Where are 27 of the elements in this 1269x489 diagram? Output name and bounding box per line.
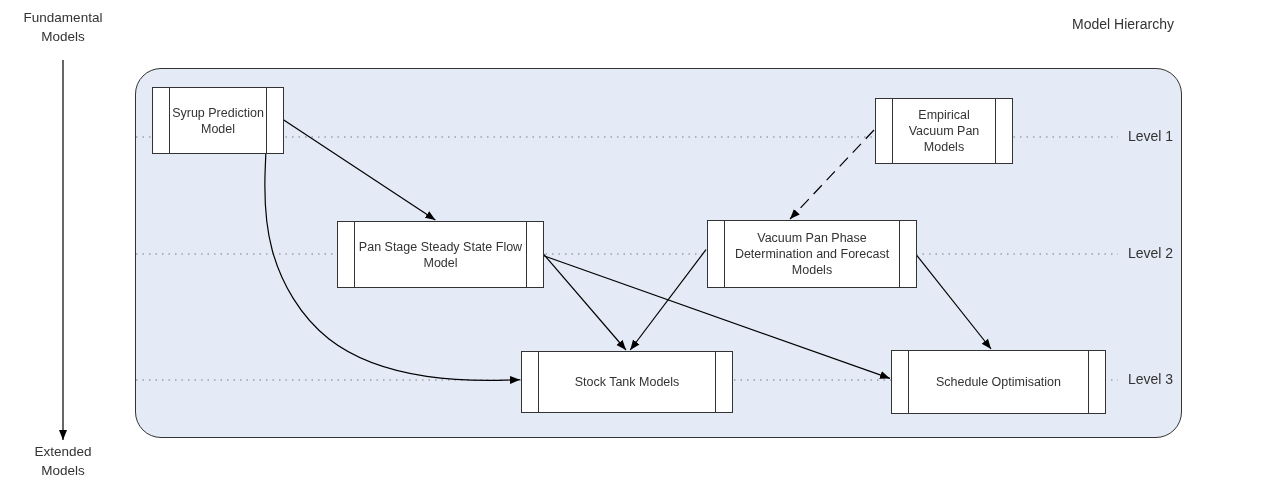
process-box <box>152 87 284 154</box>
level-label: Level 3 <box>1128 371 1174 387</box>
box-label: Pan Stage Steady State Flow Model <box>357 238 524 271</box>
box-label: Syrup Prediction Model <box>172 104 264 137</box>
process-box <box>337 221 544 288</box>
box-label: Empirical Vacuum Pan Models <box>907 107 981 155</box>
process-box <box>707 220 917 288</box>
box-label: Stock Tank Models <box>574 374 680 390</box>
dashed-arrow <box>789 129 875 220</box>
axis-label: Extended Models <box>20 442 106 488</box>
arrow <box>629 249 707 351</box>
box-label: Vacuum Pan Phase Determination and Forecast Models <box>733 230 891 278</box>
arrow <box>542 254 891 380</box>
process-box <box>521 351 733 413</box>
arrow <box>542 252 627 351</box>
box-label: Schedule Optimisation <box>935 374 1062 390</box>
process-box <box>875 98 1013 164</box>
process-box <box>891 350 1106 414</box>
arrow <box>264 152 521 384</box>
arrow <box>59 59 67 441</box>
arrow <box>282 118 436 221</box>
heading-label: Model Hierarchy <box>1072 16 1174 32</box>
axis-label: Fundamental Models <box>20 8 106 56</box>
level-label: Level 2 <box>1128 245 1174 261</box>
arrow <box>915 253 992 350</box>
level-label: Level 1 <box>1128 128 1174 144</box>
group-panel <box>135 68 1182 438</box>
